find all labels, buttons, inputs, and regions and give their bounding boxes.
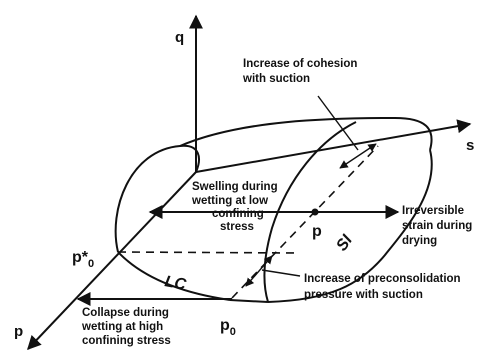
base-edge xyxy=(229,299,269,303)
stress-point xyxy=(311,208,319,216)
cohesion-double-arrow xyxy=(339,143,377,169)
irreversible-text: Irreversible strain during drying xyxy=(402,205,475,247)
p-mid-label: p xyxy=(312,223,322,240)
cohesion-leader xyxy=(317,95,359,151)
swelling-text: Swelling during wetting at low confining… xyxy=(191,181,281,233)
preconsolidation-text: Increase of preconsolidation pressure wi… xyxy=(304,273,464,301)
back-ellipse xyxy=(267,149,433,303)
surface-top-edge xyxy=(179,116,433,151)
cohesion-text: Increase of cohesion with suction xyxy=(242,58,361,85)
q-axis-label: q xyxy=(175,29,184,46)
lc-curve xyxy=(117,251,231,301)
preconsolidation-leader xyxy=(261,269,301,277)
s-axis-label: s xyxy=(466,137,474,154)
si-label: SI xyxy=(333,232,356,255)
p-axis xyxy=(27,171,197,351)
p-star-zero-label: p*0 xyxy=(72,249,94,270)
preconsolidation-double-arrow xyxy=(245,255,273,287)
s-axis xyxy=(195,119,472,173)
dashed-preconsolidation-line xyxy=(117,251,301,254)
p-axis-label: p xyxy=(14,323,23,340)
front-yield-ellipse xyxy=(114,144,200,253)
lc-label: LC xyxy=(163,273,187,294)
collapse-text: Collapse during wetting at high confinin… xyxy=(81,307,172,347)
p-zero-label: p0 xyxy=(220,317,236,338)
